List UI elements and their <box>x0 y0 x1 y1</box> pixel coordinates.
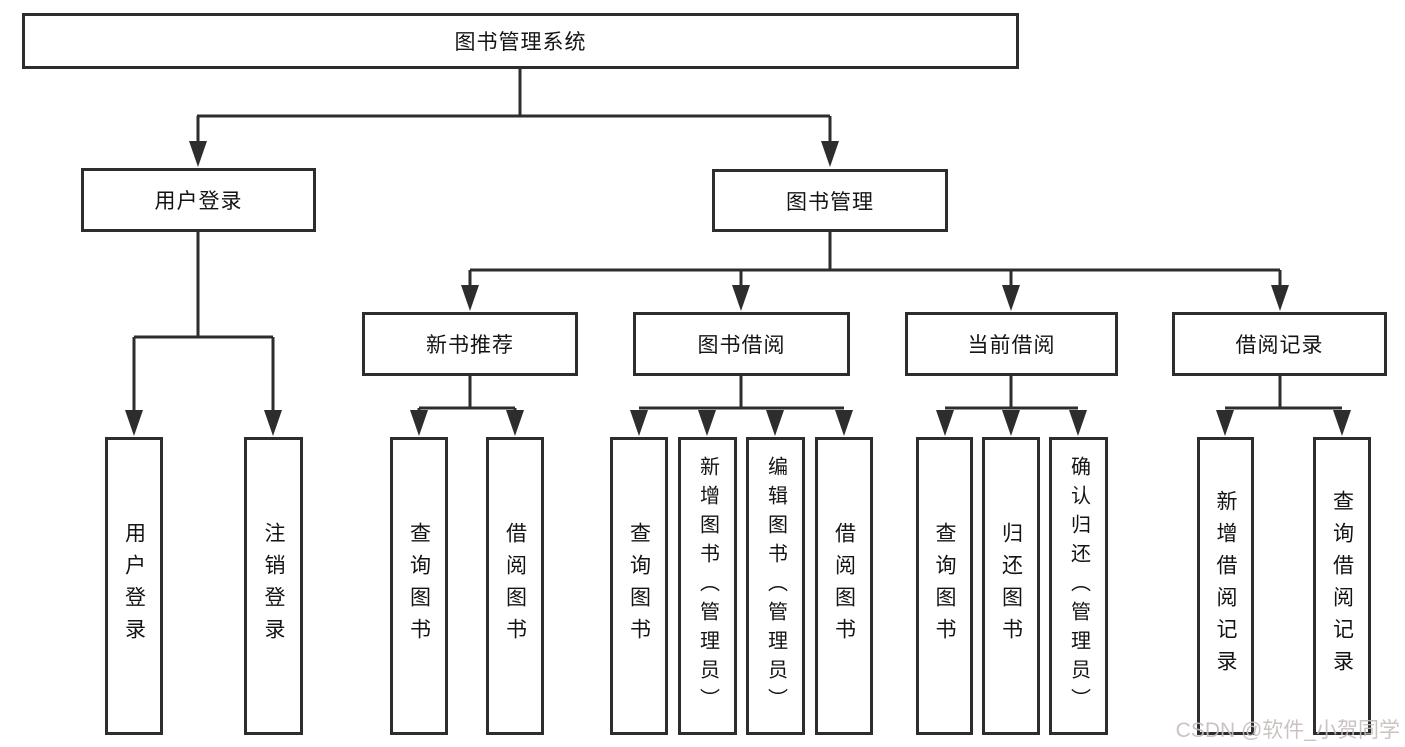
node-new-book-recommend: 新书推荐 <box>362 312 578 376</box>
leaf-query-books-current: 查询图书 <box>916 437 973 735</box>
leaf-query-books-recommend: 查询图书 <box>390 437 448 735</box>
node-label: 借阅记录 <box>1235 334 1324 357</box>
leaf-label: 查询图书 <box>933 522 956 650</box>
leaf-borrow-books-recommend: 借阅图书 <box>486 437 544 735</box>
leaf-logout-login: 注销登录 <box>244 437 303 735</box>
leaf-confirm-return-admin: 确认归还（管理员） <box>1049 437 1108 735</box>
leaf-add-borrow-record: 新增借阅记录 <box>1197 437 1254 735</box>
leaf-user-login: 用户登录 <box>105 437 163 735</box>
node-book-management-system: 图书管理系统 <box>22 13 1019 69</box>
leaf-label: 新增借阅记录 <box>1214 490 1237 682</box>
node-label: 图书借阅 <box>697 334 786 357</box>
leaf-label: 借阅图书 <box>832 522 856 650</box>
leaf-label: 查询借阅记录 <box>1330 490 1354 682</box>
node-borrowing-records: 借阅记录 <box>1172 312 1387 376</box>
leaf-query-books-borrowing: 查询图书 <box>610 437 668 735</box>
node-label: 图书管理 <box>786 190 874 214</box>
node-label: 当前借阅 <box>967 334 1056 357</box>
leaf-borrow-books: 借阅图书 <box>815 437 873 735</box>
node-user-login: 用户登录 <box>81 168 316 232</box>
leaf-query-borrow-record: 查询借阅记录 <box>1313 437 1371 735</box>
leaf-edit-books-admin: 编辑图书（管理员） <box>746 437 805 735</box>
node-label: 新书推荐 <box>426 334 514 357</box>
leaf-return-books: 归还图书 <box>982 437 1040 735</box>
node-label: 用户登录 <box>154 190 243 213</box>
leaf-label: 确认归还（管理员） <box>1067 455 1090 717</box>
csdn-watermark: CSDN @软件_小贺同学 <box>1175 719 1400 742</box>
leaf-label: 查询图书 <box>407 522 431 650</box>
node-book-management: 图书管理 <box>712 169 948 232</box>
leaf-label: 借阅图书 <box>503 522 527 650</box>
leaf-label: 用户登录 <box>122 522 146 650</box>
leaf-label: 归还图书 <box>999 522 1023 650</box>
leaf-add-books-admin: 新增图书（管理员） <box>678 437 737 735</box>
node-current-borrowing: 当前借阅 <box>905 312 1118 376</box>
leaf-label: 查询图书 <box>627 522 651 650</box>
node-label: 图书管理系统 <box>454 31 587 54</box>
leaf-label: 新增图书（管理员） <box>696 455 719 717</box>
leaf-label: 注销登录 <box>262 522 285 650</box>
node-book-borrowing: 图书借阅 <box>633 312 850 376</box>
leaf-label: 编辑图书（管理员） <box>764 455 787 717</box>
